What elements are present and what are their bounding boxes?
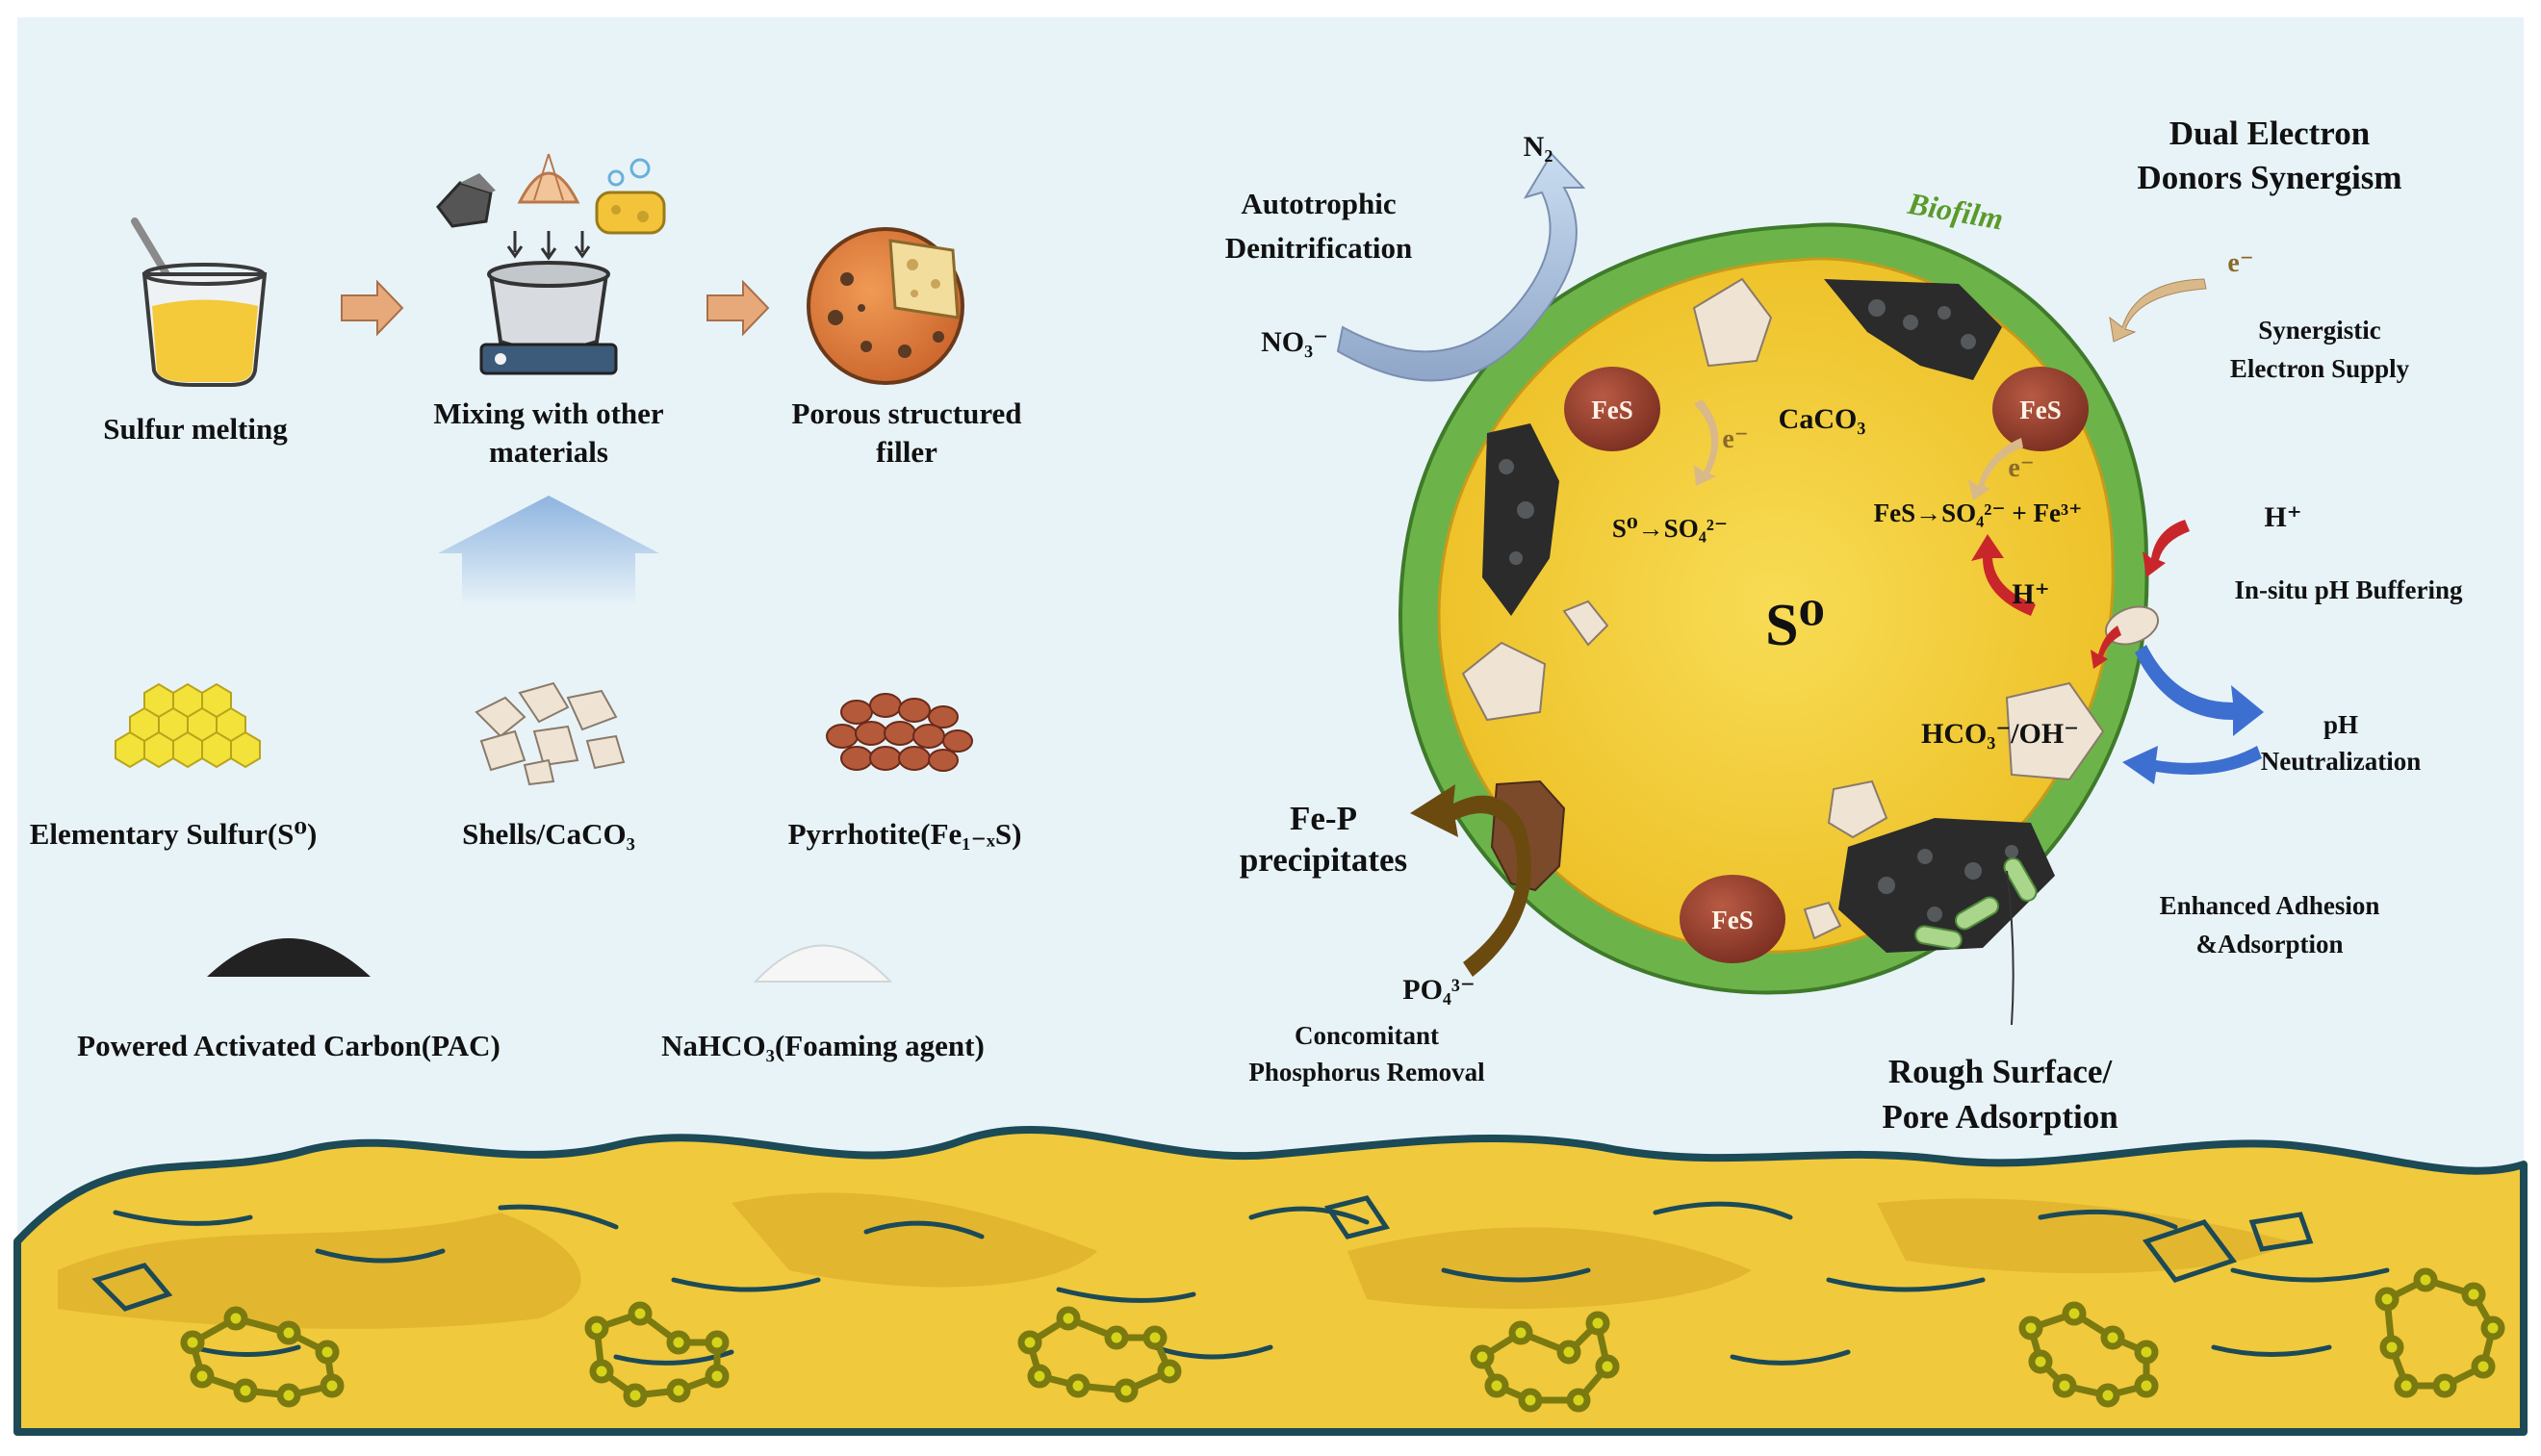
ph-buffering-label: In-situ pH Buffering: [2234, 575, 2463, 604]
ph-label-line1: pH: [2323, 710, 2358, 739]
pac-patch-bottom: [1838, 818, 2055, 953]
fep-label-line2: precipitates: [1240, 841, 1407, 879]
n2-label: N₂: [1524, 131, 1553, 163]
rough-label-line1: Rough Surface/: [1888, 1053, 2114, 1090]
ph-label-line2: Neutralization: [2261, 747, 2421, 776]
bacteria-cluster: [1914, 857, 2038, 950]
denitrification-arrow: [1336, 152, 1586, 382]
hco3-oh-label: HCO₃⁻/OH⁻: [1921, 718, 2079, 750]
no3-label: NO₃⁻: [1261, 326, 1328, 358]
step3-label-line1: Porous structured: [791, 396, 1021, 430]
process-arrow-2: [706, 279, 770, 337]
adhesion-label-line2: &Adsorption: [2195, 930, 2343, 958]
synergistic-e-arrow: [2109, 278, 2207, 343]
dual-label-line1: Dual Electron: [2169, 115, 2370, 152]
pac-powder-icon: [207, 938, 371, 977]
filler-particle: [1398, 222, 2160, 995]
adhesion-label-line1: Enhanced Adhesion: [2160, 891, 2380, 920]
s8-molecule-3: [1017, 1306, 1182, 1403]
s8-molecule-2: [584, 1301, 730, 1408]
pac-label: Powered Activated Carbon(PAC): [77, 1029, 500, 1062]
fes-label-1: FeS: [1591, 396, 1633, 424]
pac-pores: [1499, 299, 2018, 922]
shells-icon: [475, 681, 626, 786]
pyrrhotite-label: Pyrrhotite(Fe₁₋ₓS): [788, 817, 1022, 851]
process-arrow-1: [341, 279, 404, 337]
caco3-label: CaCO₃: [1779, 403, 1866, 435]
step3-label-line2: filler: [876, 435, 937, 469]
fep-label-line1: Fe-P: [1290, 800, 1357, 837]
shells-label: Shells/CaCO₃: [462, 817, 635, 851]
ground-cracks: [91, 1195, 2390, 1366]
beaker-icon: [131, 217, 268, 387]
ph-neutralization-arrow-in: [2122, 746, 2262, 784]
rough-surface-leader: [2006, 870, 2015, 1026]
e-minus-label: e⁻: [2227, 248, 2253, 278]
s0-e-arrow: [1694, 399, 1719, 486]
e-label-s0: e⁻: [1722, 424, 1748, 454]
pyrrhotite-icon: [826, 693, 973, 772]
s8-molecules: [180, 1267, 2505, 1413]
sulfur-label: Elementary Sulfur(S⁰): [30, 817, 318, 851]
ph-neutralization-arrow-out: [2135, 645, 2264, 736]
h-plus-arrow-3: [2091, 626, 2121, 669]
step1-label: Sulfur melting: [103, 412, 288, 446]
step2-label-line2: materials: [489, 435, 608, 469]
h-plus-label-outer: H⁺: [2264, 501, 2301, 533]
s8-molecule-4: [1470, 1311, 1620, 1413]
porous-filler-icon: [807, 227, 964, 385]
sulfur-crystals-icon: [115, 682, 261, 769]
fes-particle-2: [1992, 367, 2089, 451]
fes-particle-3: [1680, 875, 1785, 963]
synergistic-label-line1: Synergistic: [2258, 316, 2381, 345]
materials-up-arrow: [438, 496, 659, 606]
dual-label-line2: Donors Synergism: [2137, 159, 2401, 196]
po4-label: PO₄³⁻: [1402, 974, 1475, 1006]
ground-shading: [58, 1192, 2291, 1329]
fes-reaction-label: FeS→SO₄²⁻ + Fe³⁺: [1874, 498, 2083, 527]
fes-e-arrow: [1968, 438, 2023, 500]
fes-label-3: FeS: [1711, 906, 1754, 934]
nahco3-label: NaHCO₃(Foaming agent): [661, 1029, 985, 1062]
h-plus-arrow-1: [1971, 534, 2036, 616]
fes-label-2: FeS: [2019, 396, 2062, 424]
fes-particle-1: [1564, 367, 1660, 451]
rough-label-line2: Pore Adsorption: [1882, 1098, 2118, 1136]
phosphate-arrow: [1410, 784, 1531, 977]
s0-reaction-label: S⁰→SO₄²⁻: [1612, 514, 1728, 543]
e-label-fes: e⁻: [2008, 453, 2034, 483]
phos-label-line2: Phosphorus Removal: [1248, 1058, 1485, 1086]
autotrophic-label-line2: Denitrification: [1225, 231, 1413, 265]
nahco3-powder-icon: [753, 944, 893, 983]
s8-molecule-1: [180, 1306, 345, 1408]
s8-molecule-5: [2018, 1301, 2159, 1408]
step2-label-line1: Mixing with other: [433, 396, 664, 430]
synergistic-label-line2: Electron Supply: [2230, 354, 2410, 383]
caco3-grains: [1461, 277, 2160, 940]
h-plus-arrow-2: [2143, 520, 2190, 577]
s8-molecule-6: [2374, 1267, 2505, 1398]
phos-label-line1: Concomitant: [1295, 1021, 1439, 1050]
mixing-pot-icon: [436, 153, 666, 375]
s0-core-label: S⁰: [1765, 593, 1825, 658]
autotrophic-label-line1: Autotrophic: [1241, 187, 1396, 220]
h-plus-label-inner: H⁺: [2012, 578, 2049, 610]
